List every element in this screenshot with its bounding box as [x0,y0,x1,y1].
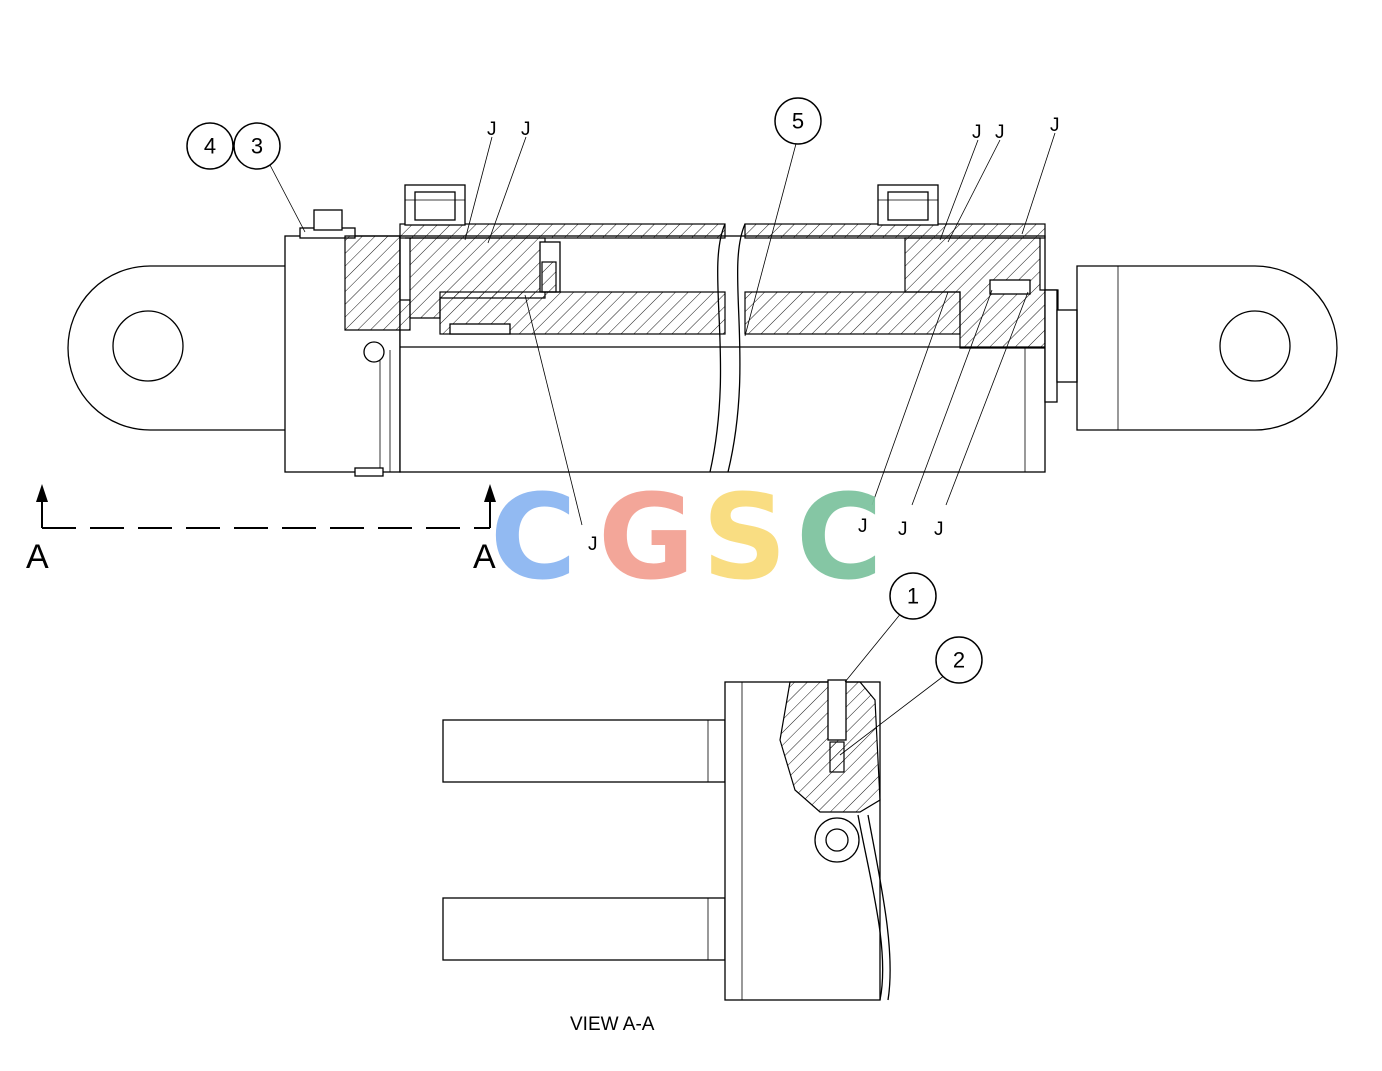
hydraulic-cylinder-main-view [67,184,1338,477]
j-label: J [934,519,944,540]
watermark-letter-c: C [796,468,883,606]
break-line-left [709,223,726,473]
j-label: J [898,519,908,540]
callout-4-label: 4 [204,134,216,159]
ball-item-2 [829,741,845,773]
callout-2: 2 [935,636,983,684]
section-label-right: A [473,538,496,576]
callout-3: 3 [233,122,281,170]
callout-5-label: 5 [792,109,804,134]
j-label: J [521,119,531,140]
watermark-letter-s: S [702,468,787,606]
leader-lines [269,132,1056,756]
left-rod-eye [67,265,285,431]
port-fitting-right [877,184,939,226]
j-label: J [995,122,1005,143]
section-label-left: A [26,538,49,576]
callout-5: 5 [774,97,822,145]
view-caption: VIEW A-A [570,1014,655,1035]
right-eye-bore [1219,310,1291,382]
j-label: J [588,534,598,555]
callout-1-label: 1 [907,584,919,609]
watermark-letter-c: C [490,468,577,606]
rod-upper [442,719,726,783]
j-label: J [487,119,497,140]
left-eye-bore [112,310,184,382]
section-line-a-a [36,484,496,529]
callout-2-label: 2 [953,648,965,673]
j-label: J [858,516,868,537]
watermark-logo: C G S C [490,468,883,606]
callout-4: 4 [186,122,234,170]
port-fitting-left [404,184,466,226]
plug-item-1 [827,679,847,741]
right-rod-eye [1076,265,1338,431]
j-label: J [972,122,982,143]
break-line-right [727,223,746,473]
callout-1: 1 [889,572,937,620]
callout-3-label: 3 [251,134,263,159]
rod-lower [442,897,726,961]
j-label: J [1050,115,1060,136]
watermark-letter-g: G [598,468,695,606]
view-a-a-drawing [442,679,891,1001]
